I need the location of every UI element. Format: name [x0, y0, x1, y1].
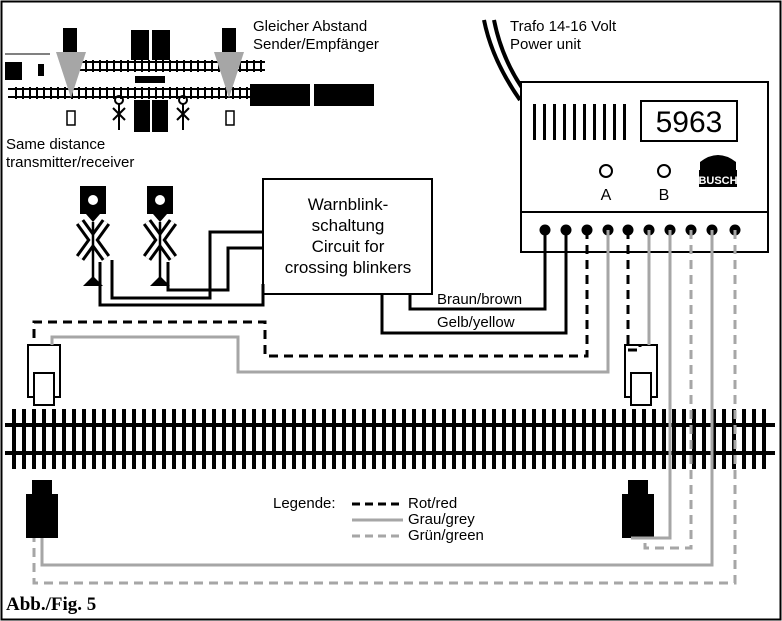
- module-number: 5963: [656, 106, 723, 139]
- mini-track-schematic: [5, 28, 374, 132]
- mini-signal-1: [112, 95, 126, 130]
- circuit-line-1: Warnblink-: [308, 195, 389, 214]
- yellow-wire: [380, 230, 568, 335]
- receiver-left: [27, 344, 61, 406]
- green-wires: [32, 230, 737, 585]
- beam-arrow-right: [214, 52, 244, 98]
- legend-label-grey: Grau/grey: [408, 511, 475, 528]
- mini-receiver-left: [66, 110, 76, 126]
- mini-transmitter-left: [63, 28, 77, 52]
- legend: Legende: Rot/red Grau/grey Grün/green: [273, 495, 484, 544]
- power-wires: [380, 230, 568, 335]
- mini-receiver-right: [225, 110, 235, 126]
- brown-wire-label: Braun/brown: [437, 291, 522, 308]
- circuit-line-3: Circuit for: [312, 237, 385, 256]
- legend-label-red: Rot/red: [408, 495, 457, 512]
- led-b-label: B: [659, 187, 670, 204]
- led-b-indicator: [657, 164, 671, 178]
- mini-buffer-small: [38, 64, 44, 76]
- mini-locomotive: [250, 84, 374, 106]
- yellow-wire-label: Gelb/yellow: [437, 314, 515, 331]
- mini-transmitter-right: [222, 28, 236, 52]
- circuit-line-4: crossing blinkers: [285, 258, 412, 277]
- module-5963: 5963 A B BUSCH: [520, 81, 769, 253]
- transmitter-left: [26, 480, 58, 538]
- busch-logo: BUSCH: [698, 155, 738, 187]
- mini-buffer-block: [5, 62, 22, 80]
- main-track: [5, 409, 775, 469]
- trafo-label: Trafo 14-16 Volt: [510, 18, 617, 35]
- transmitter-receiver-label: transmitter/receiver: [6, 154, 134, 171]
- led-a-label: A: [601, 187, 612, 204]
- same-distance-label: Same distance: [6, 136, 105, 153]
- mini-coupler: [135, 76, 165, 83]
- mini-track-lower: [8, 87, 258, 99]
- circuit-box: [262, 178, 433, 295]
- vent-slots: [533, 104, 626, 140]
- receiver-right: [624, 344, 658, 406]
- mini-car-lower: [134, 100, 168, 132]
- figure-caption: Abb./Fig. 5: [6, 594, 96, 615]
- grey-wires: [40, 230, 714, 567]
- beam-arrow-left: [56, 52, 86, 98]
- mini-car-upper: [131, 30, 170, 60]
- legend-label-green: Grün/green: [408, 527, 484, 544]
- legend-title: Legende:: [273, 495, 336, 512]
- signal-wires: [98, 230, 265, 307]
- gleicher-abstand-label: Gleicher Abstand: [253, 18, 367, 35]
- svg-text:BUSCH: BUSCH: [698, 175, 737, 187]
- sender-empfaenger-label: Sender/Empfänger: [253, 36, 379, 53]
- circuit-line-2: schaltung: [312, 216, 385, 235]
- power-unit-label: Power unit: [510, 36, 582, 53]
- transmitter-right: [622, 480, 654, 538]
- brown-wire: [408, 230, 547, 311]
- crossing-signal-right: [142, 186, 178, 286]
- module-number-box: [640, 100, 738, 142]
- mini-signal-2: [176, 95, 190, 130]
- red-wires: [32, 230, 642, 358]
- crossing-signal-left: [75, 186, 111, 286]
- led-a-indicator: [599, 164, 613, 178]
